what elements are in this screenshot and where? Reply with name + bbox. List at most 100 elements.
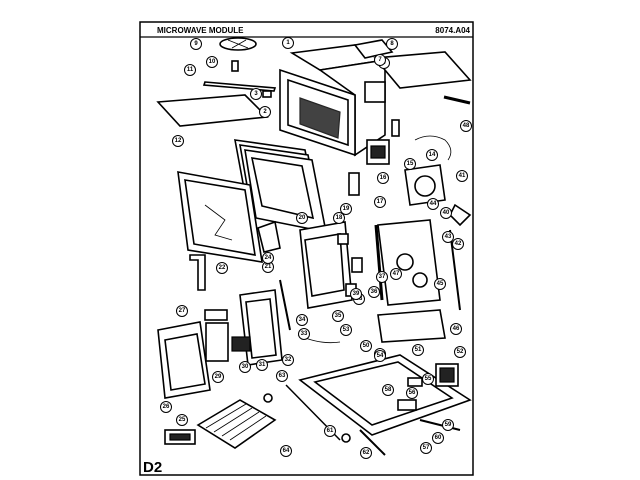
callout-circle <box>434 278 446 290</box>
callout-number: 18 <box>336 215 343 221</box>
callout-34: 34 <box>296 314 308 326</box>
part-clip-3 <box>262 90 272 98</box>
callout-number: 39 <box>353 291 360 297</box>
part-block-1 <box>364 81 386 103</box>
diagram-border <box>139 21 474 476</box>
callout-3: 3 <box>250 88 262 100</box>
callout-circle <box>377 172 389 184</box>
callout-circle <box>190 38 202 50</box>
part-bracket-10 <box>231 60 239 72</box>
callout-number: 34 <box>299 317 306 323</box>
callout-circle <box>256 359 268 371</box>
callout-number: 61 <box>327 428 334 434</box>
part-rod-58 <box>419 419 461 431</box>
part-capacitor <box>407 377 423 387</box>
callout-circle <box>340 203 352 215</box>
callout-circle <box>250 88 262 100</box>
callout-25: 25 <box>176 414 188 426</box>
callout-circle <box>420 442 432 454</box>
callout-29: 29 <box>212 371 224 383</box>
callout-2: 2 <box>259 106 271 118</box>
part-fuse <box>391 119 400 137</box>
callout-number: 20 <box>299 215 306 221</box>
part-door-outer <box>177 171 263 263</box>
callout-circle <box>360 447 372 459</box>
callout-circle <box>368 286 380 298</box>
part-bracket-6 <box>353 39 394 59</box>
callout-circle <box>452 238 464 250</box>
callout-circle <box>442 231 454 243</box>
callout-circle <box>296 314 308 326</box>
callout-number: 26 <box>163 404 170 410</box>
part-front-grill <box>157 321 211 399</box>
callout-63: 63 <box>276 370 288 382</box>
callout-number: 11 <box>187 67 194 73</box>
callout-33: 33 <box>298 328 310 340</box>
callout-58: 58 <box>382 384 394 396</box>
part-top-panel <box>156 94 269 127</box>
callout-21: 21 <box>262 261 274 273</box>
callout-27: 27 <box>176 305 188 317</box>
callout-circle <box>332 310 344 322</box>
callout-circle <box>374 196 386 208</box>
callout-32: 32 <box>282 354 294 366</box>
part-control-board <box>239 289 283 366</box>
callout-circle <box>206 56 218 68</box>
callout-number: 3 <box>254 91 258 97</box>
callout-number: 60 <box>435 435 442 441</box>
callout-circle <box>262 252 274 264</box>
callout-circle <box>442 419 454 431</box>
callout-circle <box>427 198 439 210</box>
callout-circle <box>406 387 418 399</box>
callout-number: 42 <box>455 241 462 247</box>
callout-54: 54 <box>374 350 386 362</box>
callout-60: 60 <box>432 432 444 444</box>
callout-number: 53 <box>343 327 350 333</box>
callout-number: 64 <box>283 448 290 454</box>
callout-44: 44 <box>427 198 439 210</box>
callout-26: 26 <box>160 401 172 413</box>
callout-number: 54 <box>377 353 384 359</box>
callout-35: 35 <box>332 310 344 322</box>
part-diode-block <box>397 399 417 411</box>
callout-46: 46 <box>450 323 462 335</box>
callout-number: 51 <box>415 347 422 353</box>
callout-circle <box>404 158 416 170</box>
callout-number: 62 <box>363 450 370 456</box>
callout-circle <box>386 38 398 50</box>
part-oven-cavity <box>279 44 388 157</box>
callout-11: 11 <box>184 64 196 76</box>
callout-number: 27 <box>179 308 186 314</box>
callout-number: 36 <box>371 289 378 295</box>
callout-circle <box>176 305 188 317</box>
callout-circle <box>376 271 388 283</box>
callout-layer: 1236789101112141516171819202122242526272… <box>160 37 472 459</box>
callout-number: 59 <box>445 422 452 428</box>
callout-7: 7 <box>374 54 386 66</box>
callout-59: 59 <box>442 419 454 431</box>
part-fan-blade-43 <box>449 203 472 227</box>
part-plate-49 <box>377 309 446 343</box>
callout-number: 47 <box>393 271 400 277</box>
callout-42: 42 <box>452 238 464 250</box>
callout-41: 41 <box>456 170 468 182</box>
callout-37: 37 <box>376 271 388 283</box>
callout-number: 29 <box>215 374 222 380</box>
callout-number: 55 <box>425 376 432 382</box>
callout-circle <box>350 288 362 300</box>
callout-55: 55 <box>422 373 434 385</box>
callout-circle <box>160 401 172 413</box>
part-stirrer-17 <box>348 172 360 196</box>
part-latch-24 <box>257 220 281 253</box>
callout-9: 9 <box>190 38 202 50</box>
callout-number: 57 <box>423 445 430 451</box>
callout-number: 25 <box>179 417 186 423</box>
part-strip-11 <box>202 81 277 92</box>
callout-62: 62 <box>360 447 372 459</box>
part-oven-rack <box>196 399 277 449</box>
callout-51: 51 <box>412 344 424 356</box>
callout-circle <box>456 170 468 182</box>
callout-number: 37 <box>379 274 386 280</box>
callout-number: 2 <box>263 109 267 115</box>
callout-number: 48 <box>463 123 470 129</box>
